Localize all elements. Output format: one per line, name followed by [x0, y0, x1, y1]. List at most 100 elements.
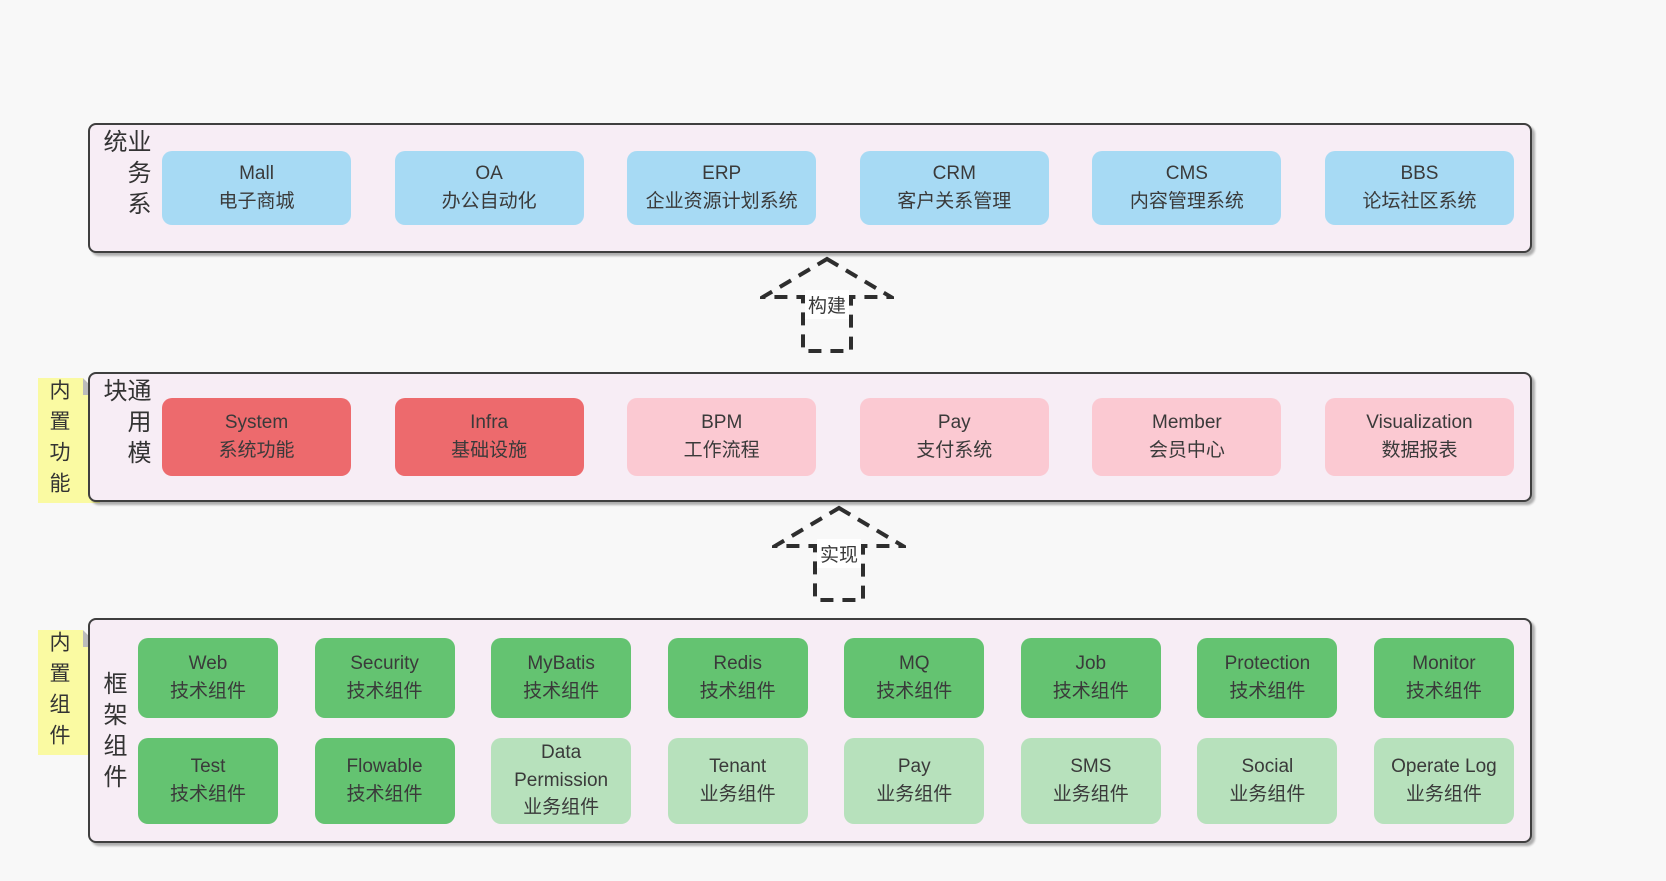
module-subtitle: 办公自动化	[441, 191, 537, 212]
module-title: Social	[1241, 755, 1294, 777]
module-subtitle: 客户关系管理	[897, 191, 1012, 212]
module-title: Protection	[1224, 652, 1311, 674]
module-subtitle: 论坛社区系统	[1362, 191, 1477, 212]
module-box-security: Security 技术组件	[314, 637, 455, 718]
module-subtitle: 技术组件	[346, 680, 423, 702]
module-title: Visualization	[1366, 412, 1473, 434]
module-title: Operate Log	[1391, 755, 1497, 777]
module-box-monitor: Monitor 技术组件	[1373, 637, 1514, 718]
module-title: Data Permission	[514, 742, 609, 791]
module-box-mybatis: MyBatis 技术组件	[491, 637, 632, 718]
module-subtitle: 电子商城	[218, 191, 295, 212]
module-subtitle: 业务组件	[876, 783, 953, 805]
module-box-sms: SMS 业务组件	[1020, 737, 1161, 824]
module-box-visualization: Visualization 数据报表	[1324, 398, 1514, 476]
module-subtitle: 技术组件	[169, 783, 246, 805]
module-subtitle: 支付系统	[916, 440, 993, 461]
module-subtitle: 技术组件	[1052, 680, 1129, 702]
module-box-erp: ERP 企业资源计划系统	[627, 151, 817, 225]
module-box-tenant: Tenant 业务组件	[667, 737, 808, 824]
module-box-bbs: BBS 论坛社区系统	[1324, 151, 1514, 225]
module-box-pay: Pay 业务组件	[844, 737, 985, 824]
module-box-pay: Pay 支付系统	[859, 398, 1049, 476]
module-title: BBS	[1400, 163, 1439, 185]
module-box-infra: Infra 基础设施	[394, 398, 584, 476]
module-title: CRM	[932, 163, 976, 185]
module-box-crm: CRM 客户关系管理	[859, 151, 1049, 225]
module-subtitle: 技术组件	[876, 680, 953, 702]
module-title: MQ	[898, 652, 930, 674]
module-subtitle: 技术组件	[1405, 680, 1482, 702]
module-box-oa: OA 办公自动化	[394, 151, 584, 225]
module-subtitle: 数据报表	[1381, 440, 1458, 461]
module-subtitle: 技术组件	[169, 680, 246, 702]
module-title: MyBatis	[527, 652, 595, 674]
band-label: 框架组件	[99, 670, 126, 795]
module-subtitle: 内容管理系统	[1129, 191, 1244, 212]
module-title: Monitor	[1412, 652, 1476, 674]
module-title: Infra	[470, 412, 509, 434]
module-box-member: Member 会员中心	[1092, 398, 1282, 476]
module-subtitle: 企业资源计划系统	[645, 191, 798, 212]
module-title: Tenant	[709, 755, 767, 777]
module-title: ERP	[702, 163, 742, 185]
module-title: Pay	[897, 755, 931, 777]
module-title: Security	[350, 652, 419, 674]
module-box-protection: Protection 技术组件	[1197, 637, 1338, 718]
module-subtitle: 基础设施	[451, 440, 528, 461]
module-subtitle: 业务组件	[523, 797, 600, 819]
module-subtitle: 技术组件	[1229, 680, 1306, 702]
band-label: 业务系统	[99, 129, 150, 222]
implement-arrow: 实现	[772, 505, 906, 603]
band-business-systems: 业务系统 Mall 电子商城 OA 办公自动化 ERP 企业资源计划系统 CRM 客户关系管理…	[88, 123, 1532, 253]
module-title: System	[224, 412, 289, 434]
build-arrow: 构建	[760, 256, 894, 354]
module-box-mq: MQ 技术组件	[844, 637, 985, 718]
module-subtitle: 业务组件	[1229, 783, 1306, 805]
module-title: Pay	[937, 412, 971, 434]
module-box-social: Social 业务组件	[1197, 737, 1338, 824]
module-box-redis: Redis 技术组件	[667, 637, 808, 718]
module-title: OA	[475, 163, 503, 185]
module-box-operate-log: Operate Log 业务组件	[1373, 737, 1514, 824]
module-subtitle: 业务组件	[1405, 783, 1482, 805]
arrow-label: 构建	[804, 290, 850, 319]
band-label: 通用模块	[99, 378, 150, 471]
module-box-web: Web 技术组件	[138, 637, 278, 718]
module-title: Redis	[713, 652, 762, 674]
module-title: Test	[190, 755, 226, 777]
module-row: System 系统功能 Infra 基础设施 BPM 工作流程 Pay 支付系统 Member 会…	[162, 398, 1514, 476]
sticky-note-label: 内置功能	[47, 378, 70, 503]
module-title: BPM	[701, 412, 743, 434]
module-title: CMS	[1165, 163, 1208, 185]
module-subtitle: 技术组件	[523, 680, 600, 702]
module-subtitle: 业务组件	[1052, 783, 1129, 805]
module-title: Flowable	[346, 755, 423, 777]
module-subtitle: 技术组件	[346, 783, 423, 805]
module-box-cms: CMS 内容管理系统	[1092, 151, 1282, 225]
module-box-mall: Mall 电子商城	[162, 151, 351, 225]
module-subtitle: 业务组件	[699, 783, 776, 805]
band-common-modules: 通用模块 System 系统功能 Infra 基础设施 BPM 工作流程 Pay 支付系统 Me…	[88, 372, 1532, 502]
sticky-note-label: 内置组件	[47, 630, 70, 755]
arrow-label: 实现	[816, 539, 862, 568]
module-box-test: Test 技术组件	[138, 737, 278, 824]
module-box-system: System 系统功能	[162, 398, 351, 476]
module-subtitle: 工作流程	[683, 440, 760, 461]
module-title: Member	[1152, 412, 1222, 434]
module-box-data-permission: Data Permission 业务组件	[491, 737, 632, 824]
module-title: Web	[188, 652, 228, 674]
module-subtitle: 技术组件	[699, 680, 776, 702]
module-box-bpm: BPM 工作流程	[627, 398, 817, 476]
module-box-flowable: Flowable 技术组件	[314, 737, 455, 824]
module-subtitle: 会员中心	[1148, 440, 1225, 461]
module-subtitle: 系统功能	[218, 440, 295, 461]
module-title: Mall	[239, 163, 274, 185]
module-title: SMS	[1070, 755, 1112, 777]
module-row: Mall 电子商城 OA 办公自动化 ERP 企业资源计划系统 CRM 客户关系管理 CMS 内容…	[162, 151, 1514, 225]
module-box-job: Job 技术组件	[1020, 637, 1161, 718]
module-title: Job	[1075, 652, 1107, 674]
